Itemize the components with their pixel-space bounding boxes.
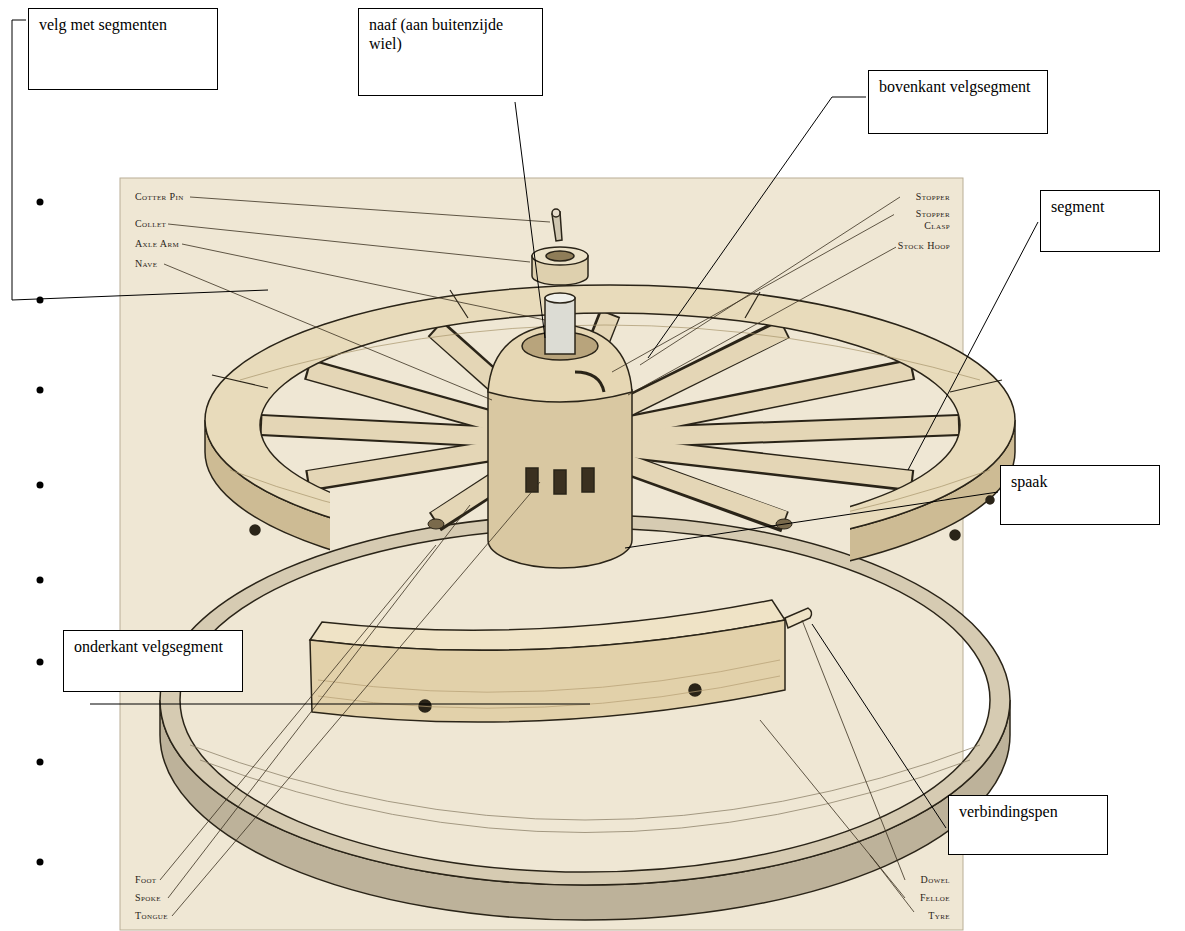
tyre	[160, 515, 1010, 920]
part-name: Axle Arm	[133, 238, 181, 250]
callout-box: onderkant velgsegment	[63, 630, 243, 692]
callout-text: spaak	[1011, 472, 1149, 491]
collet	[532, 209, 588, 285]
callout-text: onderkant velgsegment	[74, 637, 232, 656]
callout-text: segment	[1051, 197, 1149, 216]
part-name: Tyre	[926, 910, 952, 922]
callout-box: verbindingspen	[948, 795, 1108, 855]
part-leaders	[160, 197, 914, 916]
callout-box: bovenkant velgsegment	[868, 70, 1048, 134]
part-name: Stopper Clasp	[894, 208, 952, 232]
part-name: Nave	[133, 258, 159, 270]
callout-box: spaak	[1000, 465, 1160, 525]
part-name: Collet	[133, 218, 168, 230]
part-name: Felloe	[918, 892, 952, 904]
callout-box: naaf (aan buitenzijde wiel)	[358, 8, 543, 96]
callout-box: segment	[1040, 190, 1160, 252]
callout-text: bovenkant velgsegment	[879, 77, 1037, 96]
callout-box: velg met segmenten	[28, 8, 218, 90]
part-name: Cotter Pin	[133, 191, 186, 203]
callout-leaders	[12, 20, 1038, 828]
part-name: Spoke	[133, 892, 163, 904]
part-name: Dowel	[919, 874, 952, 886]
part-name: Stock Hoop	[896, 240, 952, 252]
rim	[205, 285, 1015, 587]
callout-text: velg met segmenten	[39, 15, 207, 34]
hub	[488, 293, 632, 568]
callout-text: verbindingspen	[959, 802, 1097, 821]
part-name: Stopper	[914, 191, 952, 203]
callout-text: naaf (aan buitenzijde wiel)	[369, 15, 532, 53]
part-name: Foot	[133, 874, 159, 886]
part-name: Tongue	[133, 910, 170, 922]
